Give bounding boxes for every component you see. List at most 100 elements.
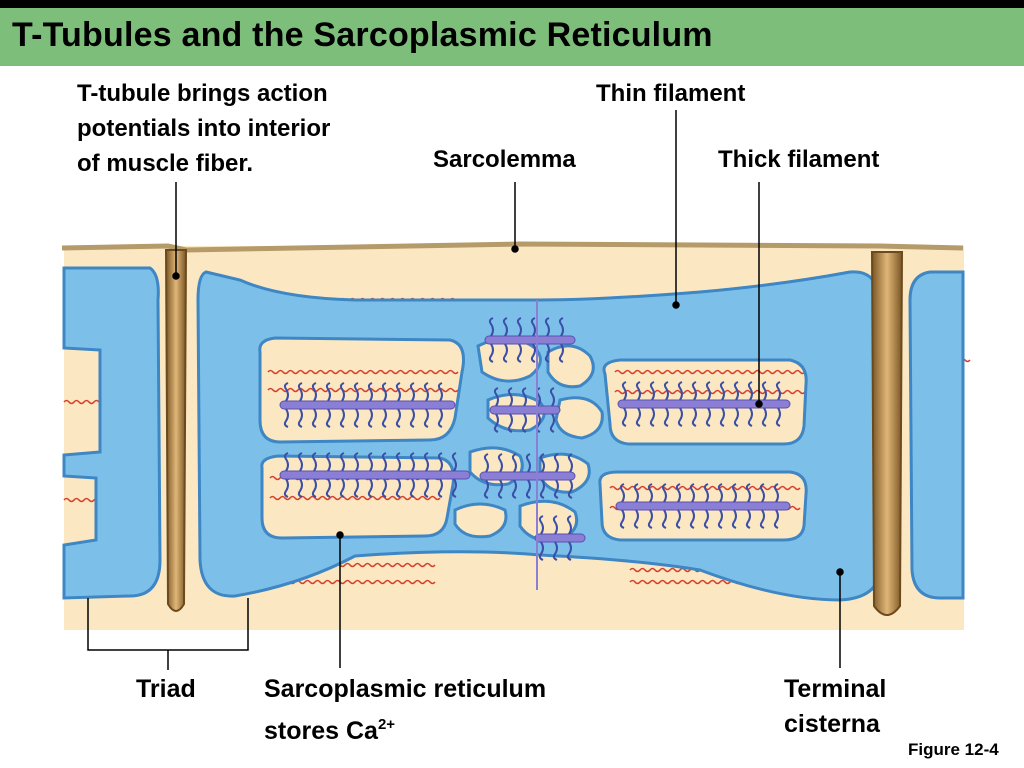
myosin-head [619,483,625,503]
myosin-head [677,381,683,401]
leader-sarcolemma-dot [511,245,519,253]
title-bar: T-Tubules and the Sarcoplasmic Reticulum [0,8,1024,66]
myosin-head [635,407,641,427]
label-sarcolemma: Sarcolemma [433,146,576,173]
myosin-head [497,453,503,473]
myosin-head [731,483,737,503]
thick-filament [617,381,791,427]
leader-t-tubule-dot [172,272,180,280]
myosin-head [553,479,559,499]
myosin-head [675,483,681,503]
myosin-head [381,478,387,498]
myosin-head [339,478,345,498]
myosin-head [283,382,289,402]
myosin-head [297,382,303,402]
myosin-head [395,452,401,472]
myosin-head [325,408,331,428]
myosin-head [325,382,331,402]
myosin-head [511,479,517,499]
myosin-head [731,509,737,529]
myosin-head [451,478,457,498]
label-sr-line-2: stores Ca2+ [264,707,546,749]
label-t-tubule: T-tubule brings action potentials into i… [77,76,330,181]
myosin-head [381,408,387,428]
myosin-head [663,407,669,427]
myosin-head [567,479,573,499]
triad-bracket [87,598,249,670]
label-terminal-cisterna-line-2: cisterna [784,710,880,738]
myosin-head [409,478,415,498]
label-terminal-cisterna: Terminal cisterna [784,672,886,742]
myosin-head [311,408,317,428]
myosin-head [283,478,289,498]
myosin-head [297,478,303,498]
myosin-head [773,509,779,529]
thick-filaments [279,317,791,561]
myosin-head [705,407,711,427]
myosin-head [437,382,443,402]
myosin-head [549,413,555,433]
myosin-head [493,387,499,407]
myosin-head [502,317,508,337]
myosin-head [395,478,401,498]
thick-filament [534,515,586,561]
myosin-head [525,479,531,499]
myosin-head [516,343,522,363]
myosin-head [719,407,725,427]
myosin-head [647,483,653,503]
myosin-head [488,343,494,363]
myosin-head [661,483,667,503]
myosin-head [567,453,573,473]
myosin-head [773,483,779,503]
myosin-head [675,509,681,529]
myosin-head [703,483,709,503]
leader-thick-filament-dot [755,400,763,408]
myosin-head [353,382,359,402]
myosin-head [761,381,767,401]
myosin-head [745,509,751,529]
myosin-head [339,452,345,472]
myosin-head [297,452,303,472]
myosin-head [521,413,527,433]
myosin-head [311,382,317,402]
myosin-head [437,452,443,472]
myosin-head [507,413,513,433]
leader-sarcoplasmic-reticulum-dot [336,531,344,539]
thick-filament [279,452,471,498]
myosin-head [339,408,345,428]
myosin-head [530,317,536,337]
thick-filament [484,317,576,363]
t-tubule-left [164,249,188,612]
myosin-head [381,382,387,402]
myosin-head [325,452,331,472]
myosin-head [549,387,555,407]
label-t-tubule-line-1: T-tubule brings action [77,80,328,107]
myosin-head [649,381,655,401]
myosin-head [703,509,709,529]
myosin-head [759,483,765,503]
myosin-head [353,408,359,428]
sarcolemma-membrane [61,241,964,253]
left-reticulum [62,266,162,600]
myosin-head [677,407,683,427]
myosin-head [661,509,667,529]
thin-filament-strand [63,399,105,405]
myosin-head [552,515,558,535]
leader-thin-filament-dot [672,301,680,309]
myosin-head [483,479,489,499]
myosin-head [423,452,429,472]
myosin-head [437,478,443,498]
myosin-head [395,382,401,402]
myosin-head [747,381,753,401]
label-t-tubule-line-2: potentials into interior [77,115,331,142]
myosin-head [558,343,564,363]
myosin-head [493,413,499,433]
myosin-head [552,541,558,561]
thick-filament [615,483,791,529]
myosin-head [719,381,725,401]
myosin-head [619,509,625,529]
myosin-head [437,408,443,428]
myosin-head [283,452,289,472]
myosin-head [525,453,531,473]
